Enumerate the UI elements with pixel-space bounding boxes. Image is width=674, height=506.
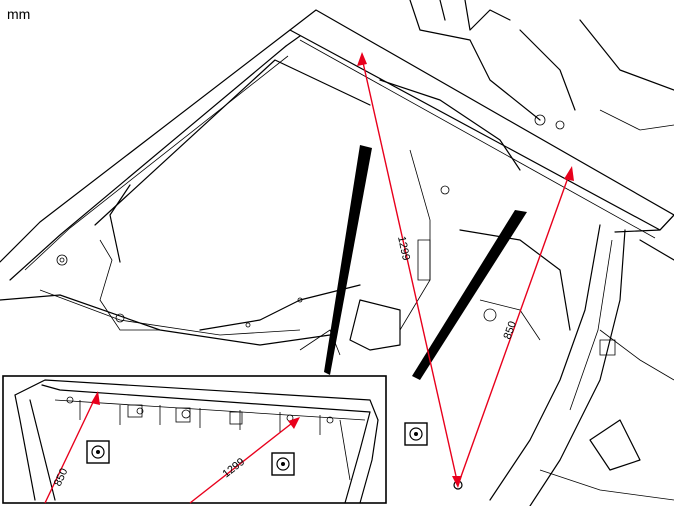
- side-850-line: [457, 171, 571, 486]
- main-diagonal-label: 1299: [395, 235, 412, 261]
- main-side-label: 850: [502, 320, 520, 341]
- inset-diagonal-1299-line: [189, 419, 297, 504]
- reference-point-marker-icon: [271, 452, 295, 476]
- inset-detail-view: 850 1299: [2, 375, 387, 504]
- arrowhead: [357, 52, 367, 66]
- diagonal-1299-line: [361, 57, 459, 486]
- arrowhead: [564, 166, 574, 181]
- inset-side-850-line: [44, 395, 97, 504]
- main-dimension-lines: 1299 850: [357, 52, 574, 490]
- reference-point-marker-icon: [86, 440, 110, 464]
- reference-point-marker-icon: [404, 422, 428, 446]
- unit-label: mm: [7, 6, 31, 22]
